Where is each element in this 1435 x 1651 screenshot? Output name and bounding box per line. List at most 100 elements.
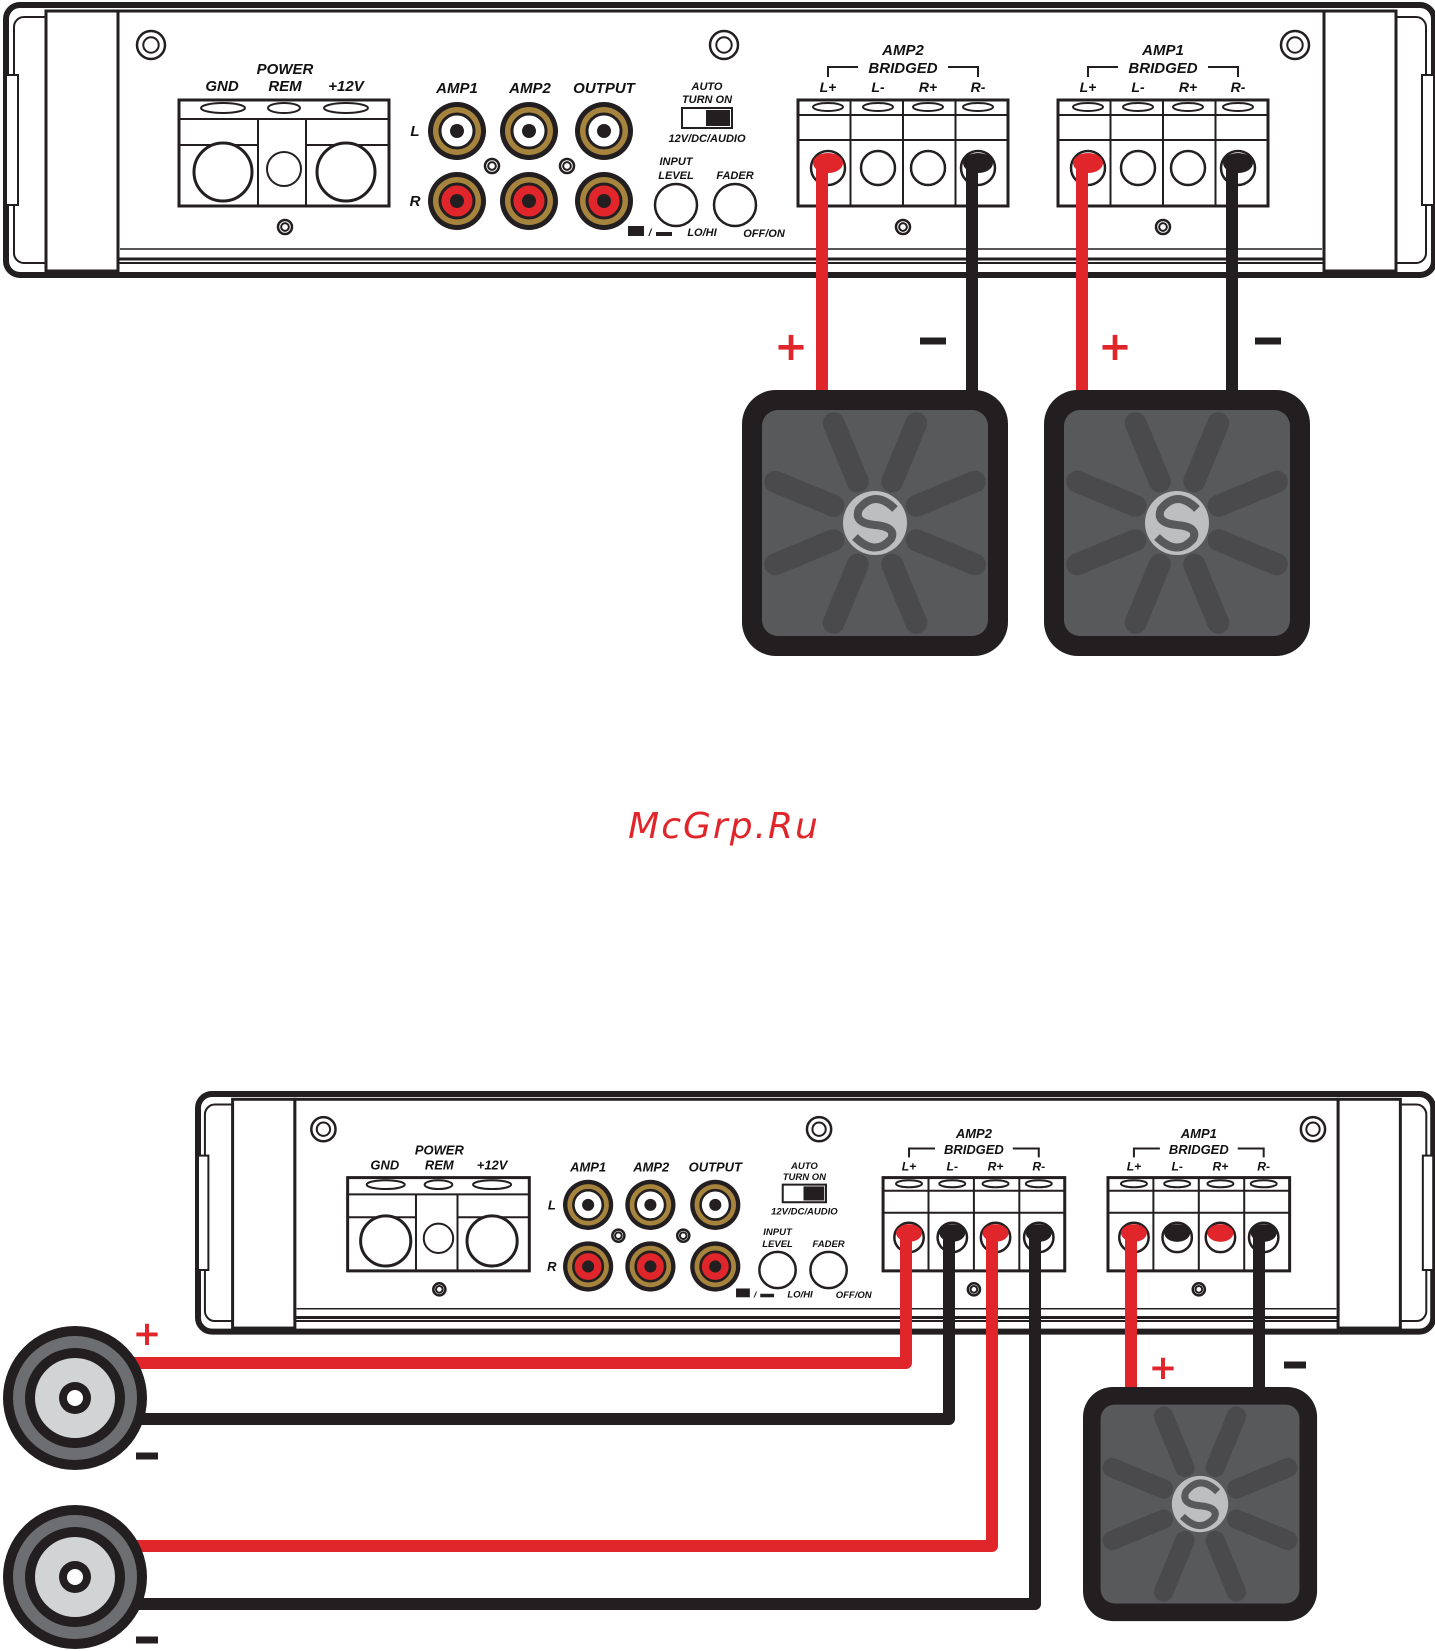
power-slot [365, 1179, 406, 1191]
screw-icon [562, 161, 572, 171]
power-slot [423, 1179, 454, 1191]
watermark-text: McGrp.Ru [628, 806, 820, 847]
rca-amp1-label: AMP1 [435, 80, 478, 97]
v12-hole [465, 1214, 519, 1268]
rca-jack-icon [582, 1198, 595, 1211]
subwoofer-spoke [1066, 529, 1147, 576]
screw-icon [1286, 36, 1304, 54]
amp-side-tab [197, 1154, 210, 1271]
subwoofer-spoke [1183, 412, 1230, 493]
minus-sign [136, 1452, 158, 1460]
input-label: INPUT [660, 156, 694, 168]
input-level-knob [758, 1250, 797, 1290]
screw-icon [678, 1231, 688, 1241]
lohi-switch-icon [656, 232, 672, 236]
subwoofer-spoke [822, 553, 869, 634]
gnd-label: GND [205, 78, 239, 95]
power-slot [200, 102, 246, 114]
rca-jack-icon [522, 124, 536, 138]
bridged-label: BRIDGED [1128, 60, 1197, 77]
terminal-screw-icon [1119, 149, 1157, 187]
rca-jack-icon [709, 1260, 722, 1273]
subwoofer-spoke [1124, 553, 1171, 634]
terminal-slot [862, 102, 894, 112]
turn-on-label: TURN ON [783, 1172, 827, 1183]
subwoofer-spoke [1207, 470, 1288, 517]
power-label: POWER [415, 1143, 465, 1158]
terminal-slot [1206, 1179, 1235, 1189]
auto-label: AUTO [790, 1161, 818, 1172]
gnd-label: GND [370, 1158, 399, 1173]
terminal-slot [812, 102, 844, 112]
rem-label: REM [268, 78, 302, 95]
screw-icon [487, 161, 497, 171]
rca-jack-icon [450, 124, 464, 138]
rca-output-label: OUTPUT [573, 80, 637, 97]
terminal-title: AMP2 [955, 1126, 993, 1141]
rem-hole [422, 1222, 455, 1255]
bridged-bracket [827, 66, 979, 77]
rca-jack-icon [709, 1198, 722, 1211]
terminal-label: L+ [820, 79, 837, 95]
terminal-screw-icon [1169, 149, 1207, 187]
subwoofer-spoke [1205, 1406, 1247, 1478]
right-label: R [547, 1259, 557, 1274]
amp-side-tab [1421, 74, 1435, 206]
rca-jack-icon [522, 194, 536, 208]
subwoofer-spoke [1183, 553, 1230, 634]
left-label: L [548, 1197, 556, 1212]
lohi-switch-icon [736, 1288, 750, 1298]
offon-label: OFF/ON [743, 228, 786, 240]
subwoofer-spoke [881, 553, 928, 634]
subwoofer-logo-s [1154, 495, 1200, 552]
lohi-switch-icon [760, 1293, 775, 1298]
terminal-screw-icon [909, 149, 947, 187]
minus-sign [920, 337, 946, 345]
terminal-slot [962, 102, 994, 112]
rca-output-label: OUTPUT [689, 1159, 743, 1174]
terminal-title: AMP2 [881, 42, 924, 59]
bridged-bracket [908, 1147, 1040, 1158]
rca-amp1-label: AMP1 [569, 1159, 606, 1174]
left-label: L [410, 123, 419, 140]
terminal-label: L+ [902, 1160, 916, 1174]
level-label: LEVEL [762, 1239, 793, 1250]
negative-wire [128, 1226, 955, 1425]
auto-switch-knob [803, 1186, 825, 1201]
lohi-label: LO/HI [787, 1289, 813, 1300]
terminal-slot [1172, 102, 1204, 112]
speaker-center [67, 1569, 83, 1585]
terminal-slot [895, 1179, 924, 1189]
fader-knob [712, 182, 758, 228]
terminal-label: L- [1171, 1160, 1182, 1174]
terminal-slot [981, 1179, 1010, 1189]
subwoofer-spoke [881, 412, 928, 493]
rca-amp2-label: AMP2 [632, 1159, 670, 1174]
screw-icon [280, 222, 290, 232]
terminal-slot [1222, 102, 1254, 112]
power-label: POWER [257, 61, 314, 78]
terminal-label: R- [1257, 1160, 1270, 1174]
screw-icon [715, 36, 733, 54]
screw-icon [1305, 1121, 1321, 1137]
subwoofer-spoke [905, 470, 986, 517]
screw-icon [142, 36, 160, 54]
subwoofer-spoke [1102, 1457, 1174, 1499]
lohi-label: LO/HI [687, 227, 717, 239]
screw-icon [614, 1231, 623, 1241]
bridged-label: BRIDGED [868, 60, 937, 77]
terminal-label: R- [971, 79, 986, 95]
power-divider [179, 119, 389, 206]
subwoofer-spoke [1207, 529, 1288, 576]
terminal-slot [938, 1179, 967, 1189]
right-label: R [410, 193, 421, 210]
subwoofer-icon [1083, 1387, 1318, 1622]
terminal-slot [1163, 1179, 1192, 1189]
power-slot [323, 102, 369, 114]
subwoofer-spoke [1205, 1530, 1247, 1602]
gnd-hole [192, 141, 254, 203]
screw-icon [969, 1285, 979, 1294]
power-divider [347, 1194, 530, 1271]
terminal-label: L- [947, 1160, 958, 1174]
